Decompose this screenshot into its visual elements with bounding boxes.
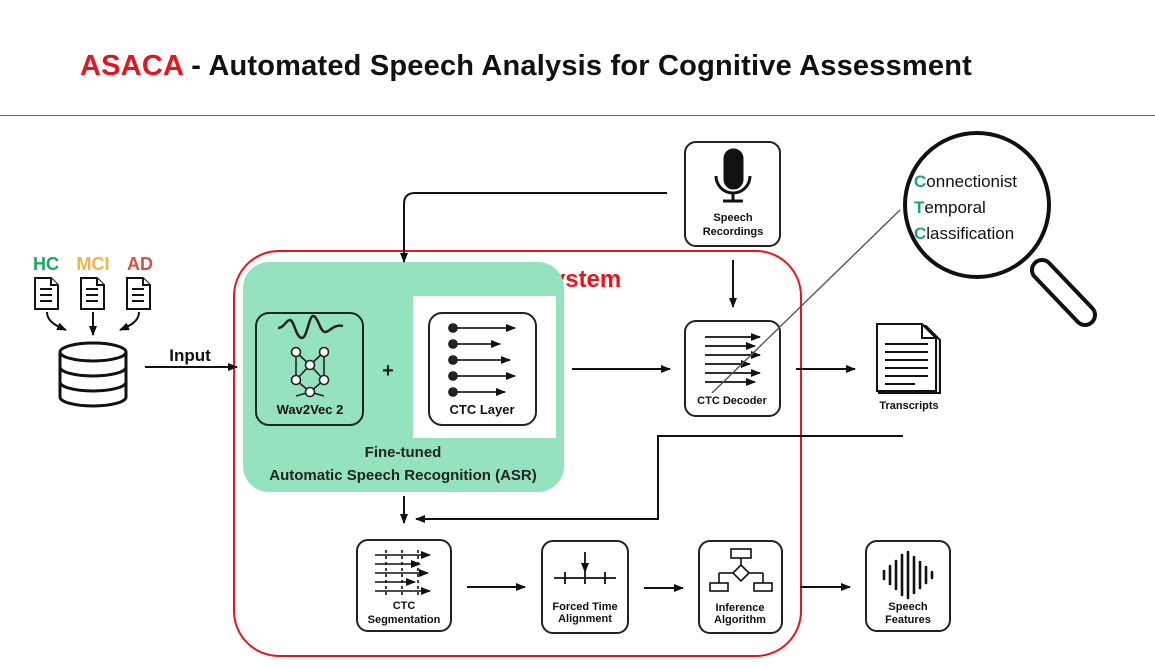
title-rest: - Automated Speech Analysis for Cognitiv… [183,50,973,82]
microphone-icon [714,148,752,203]
input-arrow-label: Input [169,346,211,365]
speech-features-node: Speech Features [865,540,951,632]
segmentation-icon [375,550,431,595]
wav2vec-box: Wav2Vec 2 [255,312,364,426]
transcript-document-icon [876,323,941,394]
transcripts-node: Transcripts [876,323,941,412]
inference-algorithm-label-2: Algorithm [714,614,766,626]
document-icon [126,277,151,310]
ctc-layer-panel [413,296,556,438]
magnifier-callout-line [711,209,901,394]
class-label-ad: AD [127,254,153,274]
magnifier-line-1: Connectionist [914,172,1017,191]
inference-algorithm-node: Inference Algorithm [698,540,783,634]
neural-network-icon [290,346,330,398]
plus-sign: + [382,360,394,382]
asaca-system-boundary [233,250,802,657]
ctc-decoder-label: CTC Decoder [697,395,767,407]
page-title: ASACA - Automated Speech Analysis for Co… [80,50,972,83]
waveform-icon [277,314,344,340]
speech-recordings-label-1: Speech [713,212,752,224]
wav2vec-label: Wav2Vec 2 [277,402,344,417]
asr-caption-line1: Fine-tuned [365,444,442,461]
ctc-layer-arrows-icon [448,323,516,397]
magnifier-line-3: Classification [914,224,1014,243]
title-divider [0,115,1155,116]
ctc-layer-box: CTC Layer [428,312,537,426]
document-icon [80,277,105,310]
magnifier-line-2: Temporal [914,198,986,217]
inference-algorithm-label-1: Inference [716,602,765,614]
asr-caption-line2: Automatic Speech Recognition (ASR) [269,467,537,484]
magnifier-icon [903,131,1097,327]
class-label-mci: MCI [77,254,110,274]
forced-time-alignment-node: Forced Time Alignment [541,540,629,634]
ctc-segmentation-node: CTC Segmentation [356,539,452,632]
document-icon [34,277,59,310]
transcripts-feedback-arrow [415,435,903,523]
forced-time-alignment-label-2: Alignment [558,613,612,625]
class-label-hc: HC [33,254,59,274]
ctc-segmentation-label-2: Segmentation [368,614,441,626]
ctc-decoder-node: CTC Decoder [684,320,781,417]
flowchart-icon [709,548,773,592]
timeline-icon [554,552,616,584]
ctc-layer-label: CTC Layer [449,402,514,417]
speech-recordings-label-2: Recordings [703,226,764,238]
speech-features-label-2: Features [885,614,931,626]
database-icon [58,341,128,408]
transcripts-label: Transcripts [879,400,938,412]
sound-wave-icon [882,550,934,600]
ctc-segmentation-label-1: CTC [393,600,416,612]
speech-recordings-node: Speech Recordings [684,141,781,247]
forced-time-alignment-label-1: Forced Time [552,601,617,613]
title-acronym: ASACA [80,50,184,82]
recordings-to-asr-arrow [400,192,667,263]
speech-features-label-1: Speech [888,601,927,613]
